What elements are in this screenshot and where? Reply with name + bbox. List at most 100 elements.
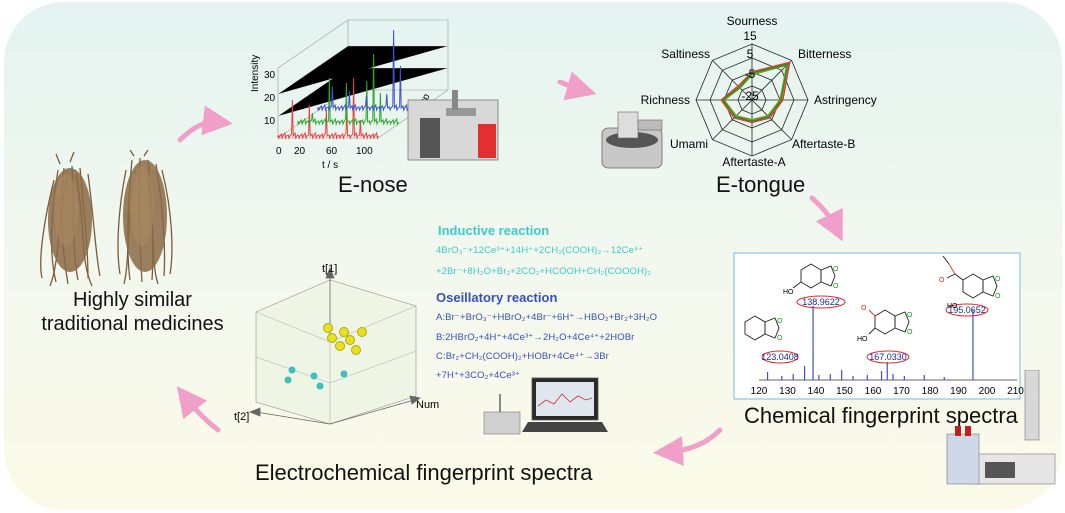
radar-axis-aftertaste-b: Aftertaste-B bbox=[792, 137, 855, 151]
radar-ring-15: 15 bbox=[743, 29, 757, 43]
chem-x-tick-180: 180 bbox=[922, 386, 939, 397]
scatter-point-yellow-5 bbox=[335, 341, 345, 351]
axis-t2-label: t[2] bbox=[234, 411, 249, 423]
structure-138-icon bbox=[792, 263, 836, 289]
structure-167-o3: O bbox=[861, 305, 867, 312]
enose-x-tick-100: 100 bbox=[356, 146, 373, 157]
scatter-point-cyan-4 bbox=[340, 370, 348, 378]
radar-ring-minus25: -25 bbox=[741, 89, 759, 103]
enose-x-tick-60: 60 bbox=[326, 146, 338, 157]
inductive-line2: +2Br⁻+8H₂O+Br₂+2CO₂+HCOOH+CH₂(COOOH)₂ bbox=[436, 266, 652, 277]
peak-circle-195 bbox=[945, 303, 989, 317]
arrow-etongue-to-chem bbox=[809, 195, 843, 242]
structure-167-ho: HO bbox=[857, 336, 868, 343]
enose-x-axis-label: t / s bbox=[322, 160, 338, 171]
chem-x-tick-210: 210 bbox=[1007, 386, 1024, 397]
arrow-electro-to-herbs bbox=[176, 386, 221, 433]
etongue-radar: Sourness Bitterness Astringency Aftertas… bbox=[601, 14, 877, 169]
enose-instrument-icon bbox=[407, 90, 499, 161]
scatter-point-yellow-6 bbox=[351, 345, 361, 355]
structure-138-ho: HO bbox=[783, 289, 794, 296]
enose-trace-1 bbox=[297, 53, 399, 126]
radar-spoke-5 bbox=[712, 99, 753, 140]
scatter-point-cyan-2 bbox=[310, 372, 318, 380]
radar-series-2 bbox=[721, 63, 789, 123]
arrow-herbs-to-enose bbox=[177, 105, 233, 143]
chem-x-tick-120: 120 bbox=[751, 386, 768, 397]
workstation-icon bbox=[483, 377, 608, 435]
structure-195-o2: O bbox=[995, 293, 1001, 300]
peak-label-123: 123.0408 bbox=[761, 352, 799, 362]
structure-195-o1: O bbox=[995, 276, 1001, 283]
chem-x-tick-200: 200 bbox=[979, 386, 996, 397]
osc-c2: +7H⁺+3CO₂+4Ce³⁺ bbox=[436, 370, 521, 381]
enose-x-tick-20: 20 bbox=[294, 146, 306, 157]
electro-label: Electrochemical fingerprint spectra bbox=[255, 460, 593, 485]
herb-roots-image bbox=[40, 150, 173, 287]
axis-num-label: Num bbox=[416, 399, 439, 411]
enose-x-tick-0: 0 bbox=[276, 146, 282, 157]
radar-axis-saltiness: Saltiness bbox=[661, 47, 710, 61]
structure-123-o1: O bbox=[777, 318, 783, 325]
osc-b: B:2HBrO₂+4H⁺+4Ce³⁺→2H₂O+4Ce⁴⁺+2HOBr bbox=[436, 332, 635, 343]
hplc-instrument-icon bbox=[946, 370, 1056, 485]
peak-label-167: 167.0330 bbox=[869, 352, 907, 362]
peak-circle-167 bbox=[866, 350, 910, 364]
radar-series-1 bbox=[722, 64, 788, 121]
arrow-chem-to-electro bbox=[653, 427, 723, 467]
chem-label: Chemical fingerprint spectra bbox=[744, 403, 1018, 428]
radar-spoke-7 bbox=[712, 60, 753, 101]
enose-chart: Intensity 30 20 10 0 20 60 100 t / s Gro… bbox=[250, 19, 499, 171]
radar-spoke-1 bbox=[751, 60, 792, 101]
scatter-point-yellow-4 bbox=[357, 327, 367, 337]
radar-axis-richness: Richness bbox=[641, 93, 690, 107]
enose-trace-0 bbox=[277, 77, 379, 140]
radar-axis-aftertaste-a: Aftertaste-A bbox=[722, 155, 785, 169]
scatter-point-yellow-2 bbox=[327, 333, 337, 343]
radar-axis-sourness: Sourness bbox=[727, 14, 778, 28]
radar-spoke-3 bbox=[751, 99, 792, 140]
chem-x-tick-130: 130 bbox=[779, 386, 796, 397]
chem-x-tick-170: 170 bbox=[893, 386, 910, 397]
enose-label: E-nose bbox=[338, 172, 408, 197]
chem-x-tick-140: 140 bbox=[808, 386, 825, 397]
enose-y-tick-20: 20 bbox=[264, 93, 276, 104]
enose-y-tick-30: 30 bbox=[264, 70, 276, 81]
scatter-point-cyan-0 bbox=[288, 366, 296, 374]
structure-167-o2: O bbox=[907, 329, 913, 336]
scatter-point-yellow-3 bbox=[345, 335, 355, 345]
inductive-title: Inductive reaction bbox=[438, 223, 550, 238]
structure-138-o1: O bbox=[833, 266, 839, 273]
scatter-point-yellow-0 bbox=[323, 323, 333, 333]
peak-label-138: 138.9622 bbox=[802, 297, 840, 307]
structure-195-icon bbox=[942, 255, 998, 299]
electro-3d-scatter: t[1] t[2] Num bbox=[234, 263, 439, 425]
etongue-instrument-icon bbox=[601, 111, 663, 169]
structure-138-o2: O bbox=[833, 283, 839, 290]
herbs-label-line1: Highly similar bbox=[73, 289, 192, 311]
chem-x-tick-190: 190 bbox=[950, 386, 967, 397]
chem-x-tick-150: 150 bbox=[836, 386, 853, 397]
scatter-point-cyan-1 bbox=[284, 376, 292, 384]
structure-167-icon bbox=[868, 309, 910, 335]
structure-123-icon bbox=[744, 315, 780, 341]
oscillatory-title: Oseillatory reaction bbox=[436, 290, 558, 305]
radar-axis-astringency: Astringency bbox=[814, 93, 877, 107]
inductive-line1: 4BrO₃⁻+12Ce³⁺+14H⁺+2CH₂(COOH)₂→12Ce⁴⁺ bbox=[436, 245, 644, 256]
enose-trace-2 bbox=[317, 29, 419, 112]
osc-a: A:Br⁻+BrO₃⁻+HBrO₂+4Br⁻+6H⁺→HBO₂+Br₂+3H₂O bbox=[436, 312, 658, 323]
arrow-enose-to-etongue bbox=[557, 71, 597, 101]
herbs-label-line2: traditional medicines bbox=[41, 313, 224, 335]
peak-circle-138 bbox=[796, 295, 846, 309]
structure-167-o1: O bbox=[907, 312, 913, 319]
herbs-label: Highly similar traditional medicines bbox=[10, 288, 255, 336]
axis-t1-label: t[1] bbox=[322, 263, 337, 275]
chem-x-tick-160: 160 bbox=[865, 386, 882, 397]
etongue-label: E-tongue bbox=[716, 172, 806, 197]
peak-circle-123 bbox=[761, 350, 799, 364]
radar-axis-bitterness: Bitterness bbox=[798, 47, 851, 61]
radar-axis-umami: Umami bbox=[670, 137, 708, 151]
peak-label-195: 195.0652 bbox=[948, 305, 986, 315]
